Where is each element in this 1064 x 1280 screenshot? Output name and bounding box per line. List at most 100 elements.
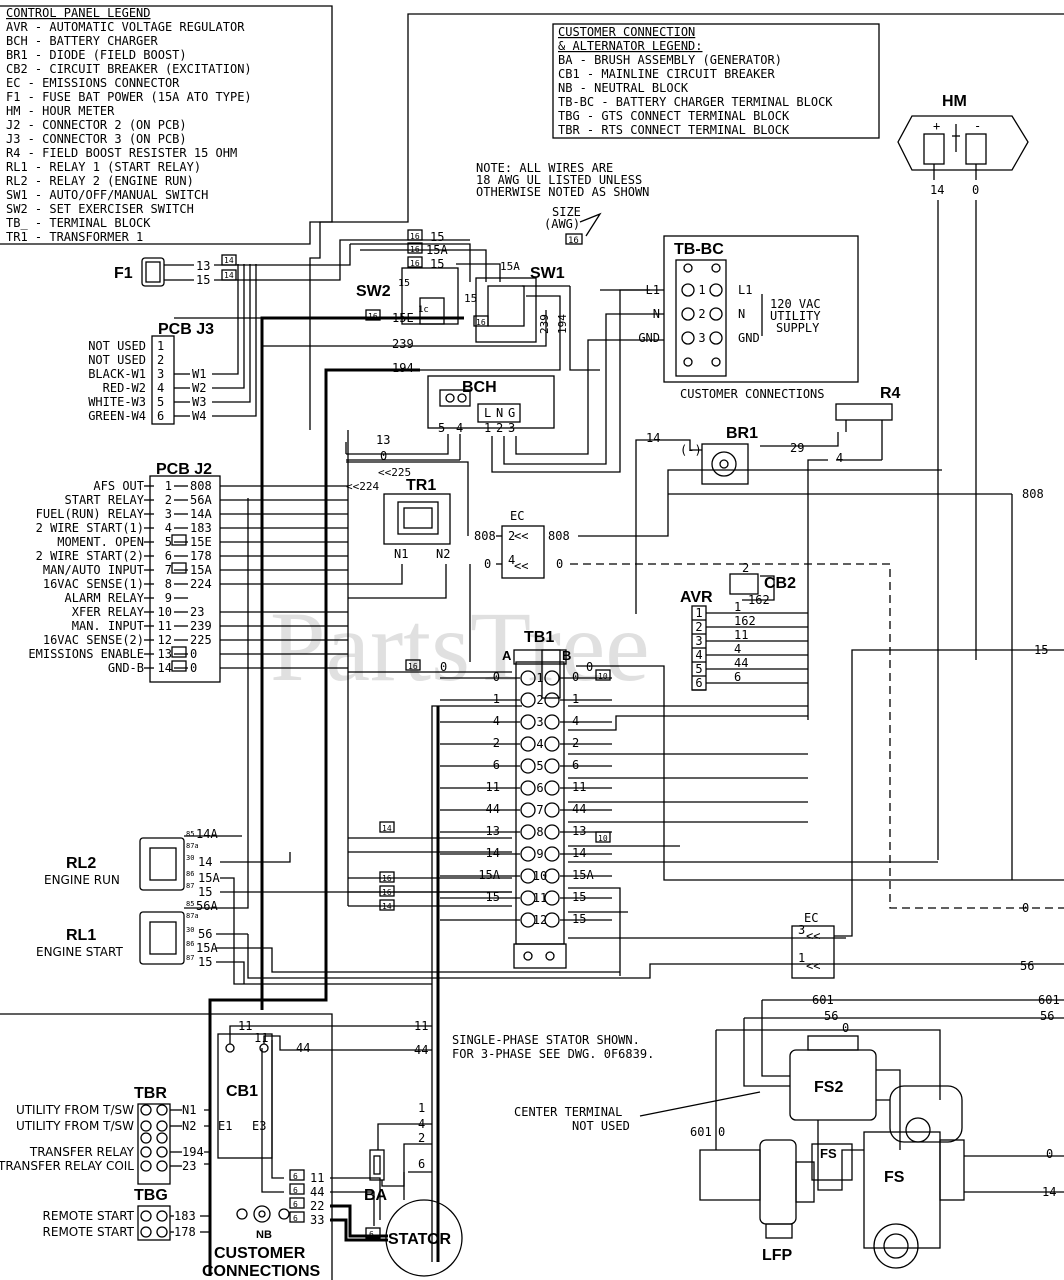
tb1-left-wire: 0 — [493, 670, 500, 684]
tbr-screw — [156, 1104, 168, 1116]
tb1-screw-a — [520, 846, 536, 862]
note-line: NOTE: ALL WIRES ARE — [476, 161, 613, 175]
tbbc-term-number: 2 — [698, 307, 705, 321]
ec-arrow: << — [514, 529, 528, 543]
avr-pin-number: 6 — [695, 676, 702, 690]
wire-label: 56 — [198, 927, 212, 941]
tb1-screw-b — [544, 912, 560, 928]
wire-label: 194 — [556, 314, 569, 334]
avr-pin-number: 1 — [695, 606, 702, 620]
awg-tag: 6 — [293, 1200, 298, 1209]
cb1-label: CB1 — [226, 1083, 258, 1100]
hour-meter: HM + - 14 0 — [897, 93, 1029, 860]
j2-pin-label: 16VAC SENSE(1) — [43, 577, 144, 591]
j3-pin-number: 4 — [157, 381, 164, 395]
tb1-screw-b — [544, 692, 560, 708]
tbbc-screw — [681, 283, 695, 297]
pin-label: 85 — [186, 900, 194, 908]
wire-label: 14 — [930, 183, 944, 197]
tb1-right-wire: 13 — [572, 824, 586, 838]
wire-label: 0 — [1046, 1147, 1053, 1161]
pin-label: N — [496, 406, 503, 420]
hm-minus: - — [974, 119, 981, 133]
j3-pin-label: NOT USED — [88, 339, 146, 353]
rl2-desc: ENGINE RUN — [44, 873, 120, 887]
tbr-screw — [156, 1160, 168, 1172]
tb1-left-wire: 15 — [486, 890, 500, 904]
tb1-left-wire: 6 — [493, 758, 500, 772]
stator-note: SINGLE-PHASE STATOR SHOWN. — [452, 1033, 640, 1047]
j2-pin-label: 2 WIRE START(1) — [36, 521, 144, 535]
sw1-label: SW1 — [530, 265, 565, 282]
wire-label: 239 — [392, 337, 414, 351]
legend-title: CONTROL PANEL LEGEND — [6, 6, 151, 20]
wire-label: 44 — [296, 1041, 310, 1055]
wire-label: 6 — [418, 1157, 425, 1171]
tbg-term-label: REMOTE START — [43, 1225, 135, 1239]
wire-label: 2 — [418, 1131, 425, 1145]
wire-label: 0 — [484, 557, 491, 571]
tbr-term-label: TRANSFER RELAY — [29, 1145, 135, 1159]
wire-label: 0 — [556, 557, 563, 571]
connections-label: CONNECTIONS — [202, 1263, 321, 1280]
wire-label: 2 — [496, 421, 503, 435]
j3-wire-run — [212, 264, 257, 417]
legend-item: SW1 - AUTO/OFF/MANUAL SWITCH — [6, 188, 208, 202]
ba-label: BA — [364, 1187, 388, 1204]
j3-pin-number: 5 — [157, 395, 164, 409]
avr-wire-label: 6 — [734, 670, 741, 684]
wire-label: 194 — [392, 361, 414, 375]
j2-pin-number: 8 — [165, 577, 172, 591]
j3-wire-run — [212, 264, 239, 375]
wire-label: 15 — [198, 955, 212, 969]
tb1-right-wire: 15 — [572, 890, 586, 904]
wire-label: 11 — [414, 1019, 428, 1033]
j2-wire-label: 224 — [190, 577, 212, 591]
j3-pin-number: 3 — [157, 367, 164, 381]
wire-label: 5 — [438, 421, 445, 435]
wire-label: 808 — [1022, 487, 1044, 501]
pcb-j2-title: PCB J2 — [156, 461, 212, 478]
customer-label: CUSTOMER — [214, 1245, 306, 1262]
tb1-left-wire: 44 — [486, 802, 500, 816]
tb1-left-wire: 14 — [486, 846, 500, 860]
sw2-label: SW2 — [356, 283, 391, 300]
wire-label: <<224 — [346, 480, 379, 493]
j3-pin-number: 1 — [157, 339, 164, 353]
tb1-row-number: 10 — [533, 869, 547, 883]
tbbc-left-label: GND — [638, 331, 660, 345]
tb1-right-wire: 44 — [572, 802, 586, 816]
legend-item: RL1 - RELAY 1 (START RELAY) — [6, 160, 201, 174]
tbbc-screw — [711, 357, 721, 367]
avr-wire-label: 4 — [734, 642, 741, 656]
awg-tag — [171, 534, 187, 546]
ec-label: EC — [804, 911, 818, 925]
stator-wires: 6 6 6 6 11 44 22 33 6 — [289, 1169, 388, 1242]
tbr-screw — [156, 1132, 168, 1144]
tr1-label: TR1 — [406, 477, 436, 494]
wire-label: 56 — [824, 1009, 838, 1023]
legend-item: R4 - FIELD BOOST RESISTER 15 OHM — [6, 146, 237, 160]
legend-item: AVR - AUTOMATIC VOLTAGE REGULATOR — [6, 20, 245, 34]
tbr-screw — [140, 1146, 152, 1158]
wire-label: 0 — [440, 660, 447, 674]
avr-wire-label: 162 — [734, 614, 756, 628]
bch-label: BCH — [462, 379, 497, 396]
pin-label: 86 — [186, 940, 194, 948]
tb1-screw-b — [544, 868, 560, 884]
avr-wire-label: 1 — [734, 600, 741, 614]
j2-pin-number: 2 — [165, 493, 172, 507]
pin-label: 2 — [508, 529, 515, 543]
note-line: OTHERWISE NOTED AS SHOWN — [476, 185, 649, 199]
legend-item: RL2 - RELAY 2 (ENGINE RUN) — [6, 174, 194, 188]
tbg-screw — [140, 1210, 152, 1222]
tb1-right-wire: 11 — [572, 780, 586, 794]
tb1-screw-a — [520, 692, 536, 708]
wire-label: 4 — [456, 421, 463, 435]
tb1-row-number: 5 — [536, 759, 543, 773]
wire-label: 14 — [198, 855, 212, 869]
supply-label: UTILITY — [770, 309, 821, 323]
wire-label: 13 — [196, 259, 210, 273]
legend-item: CB2 - CIRCUIT BREAKER (EXCITATION) — [6, 62, 252, 76]
